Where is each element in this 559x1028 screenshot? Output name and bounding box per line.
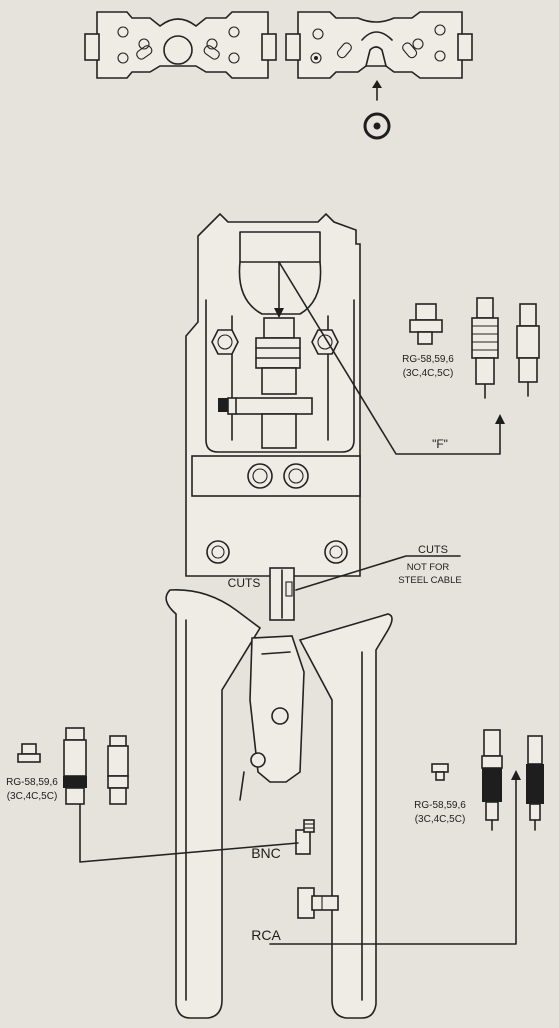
coax-cross-section-icon	[363, 112, 391, 140]
rca-leader-line	[269, 770, 521, 945]
rca-connector-icon	[481, 729, 503, 831]
cuts-note-line2: STEEL CABLE	[398, 575, 462, 586]
rca-die	[297, 887, 339, 919]
die-inset-open	[84, 11, 277, 79]
handle-right	[298, 613, 393, 1019]
hex-nut-left-icon	[211, 329, 239, 355]
rca-cable-spec-line1: RG-58,59,6	[414, 800, 466, 811]
clamp-band	[191, 455, 361, 497]
jaw-lever	[239, 635, 305, 801]
f-cable-spec-line1: RG-58,59,6	[402, 354, 454, 365]
bnc-connector-icon	[63, 727, 87, 805]
pivot-bolts	[206, 540, 348, 564]
bnc-label: BNC	[251, 845, 281, 861]
bnc-crimp-ring-icon	[17, 743, 41, 763]
bnc-die	[295, 819, 315, 855]
f-connector-icon	[471, 297, 499, 399]
crimp-die-assembly	[218, 261, 313, 449]
rca-label: RCA	[251, 927, 281, 943]
cuts-note-title: CUTS	[418, 544, 448, 556]
f-leader-line	[278, 261, 505, 455]
handle-left	[165, 589, 262, 1019]
cutter-blade	[269, 567, 295, 621]
cuts-note-line1: NOT FOR	[407, 562, 450, 573]
tool-head	[185, 212, 361, 577]
bnc-cable-spec-line1: RG-58,59,6	[6, 777, 58, 788]
bnc-cable-spec-line2: (3C,4C,5C)	[7, 791, 58, 802]
rca-connector-crimped-icon	[526, 735, 544, 831]
f-connector-label: "F"	[432, 437, 448, 451]
hex-nut-right-icon	[311, 329, 339, 355]
f-cable-spec-line2: (3C,4C,5C)	[403, 368, 454, 379]
rca-cable-spec-line2: (3C,4C,5C)	[415, 814, 466, 825]
rca-crimp-ring-icon	[431, 763, 449, 781]
bnc-connector-crimped-icon	[107, 735, 129, 805]
f-connector-crimped-icon	[516, 303, 540, 397]
cuts-leader-line	[295, 555, 461, 591]
f-crimp-ring-icon	[409, 303, 443, 345]
cuts-label: CUTS	[228, 576, 261, 590]
die-inset-closed	[285, 11, 473, 101]
